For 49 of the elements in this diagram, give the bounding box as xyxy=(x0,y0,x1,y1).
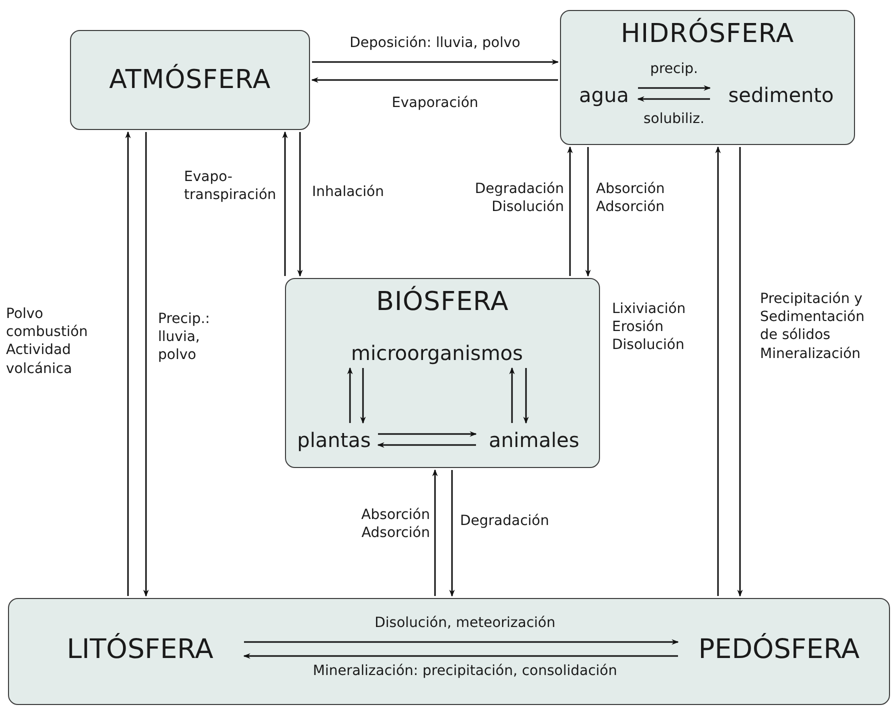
arrow xyxy=(737,147,743,597)
term-label: sedimento xyxy=(713,81,849,109)
arrow xyxy=(125,131,131,596)
edge-label: Degradación Disolución xyxy=(474,180,564,216)
edge-label: solubiliz. xyxy=(642,110,706,128)
edge-label: Mineralización: precipitación, consolidación xyxy=(312,662,618,680)
arrow xyxy=(377,442,476,448)
edge-label: precip. xyxy=(649,60,699,78)
edge-label: Precip.: lluvia, polvo xyxy=(158,310,211,365)
edge-label: Inhalación xyxy=(312,183,385,202)
edge-label: Deposición: lluvia, polvo xyxy=(348,34,522,52)
arrow xyxy=(715,146,721,596)
edge-label: Evapo- transpiración xyxy=(184,168,278,204)
arrow xyxy=(243,653,678,659)
arrow xyxy=(638,85,711,91)
edge-label: Absorción Adsorción xyxy=(596,180,666,216)
term-label: plantas xyxy=(291,426,377,454)
band-box xyxy=(8,598,890,705)
edge-label: Evaporación xyxy=(390,94,480,112)
term-label: microorganismos xyxy=(339,339,535,367)
edge-label: Disolución, meteorización xyxy=(374,614,556,632)
arrow xyxy=(449,470,455,597)
term-label: LITÓSFERA xyxy=(37,629,243,669)
arrow xyxy=(378,431,477,437)
arrow xyxy=(244,639,679,645)
arrow xyxy=(432,469,438,596)
arrow xyxy=(637,96,710,102)
arrow xyxy=(282,131,288,276)
sphere-title: HIDRÓSFERA xyxy=(620,19,794,49)
arrow xyxy=(523,368,529,424)
arrow xyxy=(312,59,559,65)
sphere-title: ATMÓSFERA xyxy=(109,65,271,95)
arrow xyxy=(585,147,591,277)
term-label: PEDÓSFERA xyxy=(681,629,877,669)
sphere-title: BIÓSFERA xyxy=(376,287,509,317)
arrow xyxy=(567,146,573,276)
term-label: animales xyxy=(479,426,589,454)
arrow xyxy=(143,132,149,597)
edge-label: Lixiviación Erosión Disolución xyxy=(612,300,687,355)
arrow xyxy=(347,367,353,423)
arrow xyxy=(360,368,366,424)
edge-label: Precipitación y Sedimentación de sólidos Mineralización xyxy=(760,290,866,363)
edge-label: Degradación xyxy=(460,512,550,530)
edge-label: Polvo combustión Actividad volcánica xyxy=(6,305,89,378)
arrow xyxy=(297,132,303,277)
arrow xyxy=(311,77,558,83)
term-label: agua xyxy=(571,81,637,109)
edge-label: Absorción Adsorción xyxy=(360,506,430,542)
arrow xyxy=(509,367,515,423)
